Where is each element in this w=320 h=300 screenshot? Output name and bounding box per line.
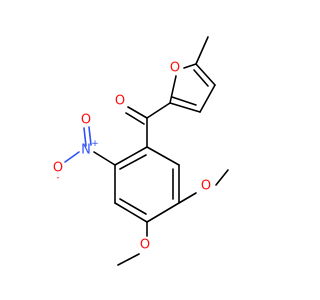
- bond: [195, 63, 216, 86]
- bond: [215, 169, 229, 186]
- bond-double: [171, 96, 197, 106]
- structure-canvas: O O N + O O - O O: [52, 36, 229, 266]
- methoxy-groups: [117, 169, 229, 266]
- bond: [178, 192, 197, 204]
- nitro-oxide-charge: -: [56, 173, 59, 183]
- furan-oxygen-label: O: [170, 61, 180, 76]
- bond: [146, 202, 180, 223]
- bond-double: [83, 127, 87, 147]
- bond: [146, 146, 180, 166]
- nitro-nitrogen-charge: +: [91, 139, 99, 149]
- nitro-group: [64, 126, 116, 166]
- furan-ring: [169, 36, 216, 113]
- bond: [114, 146, 148, 166]
- bond-double: [125, 112, 145, 125]
- bond-double: [193, 69, 209, 87]
- nitro-oxygen-label: O: [81, 113, 91, 128]
- nitro-nitrogen-label: N: [81, 143, 91, 158]
- bond: [199, 84, 216, 113]
- ketone-oxygen-label: O: [115, 94, 125, 109]
- bond: [64, 151, 80, 163]
- bond: [88, 126, 92, 146]
- bond: [169, 75, 177, 104]
- bond: [183, 63, 197, 69]
- bond: [127, 106, 148, 119]
- methoxy-oxygen-label: O: [140, 238, 150, 253]
- molecule-diagram: O O N + O O - O O: [53, 36, 229, 266]
- bond: [117, 253, 140, 266]
- bond-double: [119, 154, 147, 170]
- carbonyl-group: [125, 102, 171, 148]
- bond: [169, 102, 201, 113]
- nitro-oxide-label: O: [53, 161, 63, 176]
- benzene-ring: [114, 146, 180, 223]
- bond: [146, 102, 171, 119]
- bond: [114, 202, 148, 223]
- methoxy-oxygen-label: O: [201, 179, 211, 194]
- bond-double: [119, 198, 147, 215]
- bond: [195, 36, 209, 65]
- bond: [93, 151, 116, 166]
